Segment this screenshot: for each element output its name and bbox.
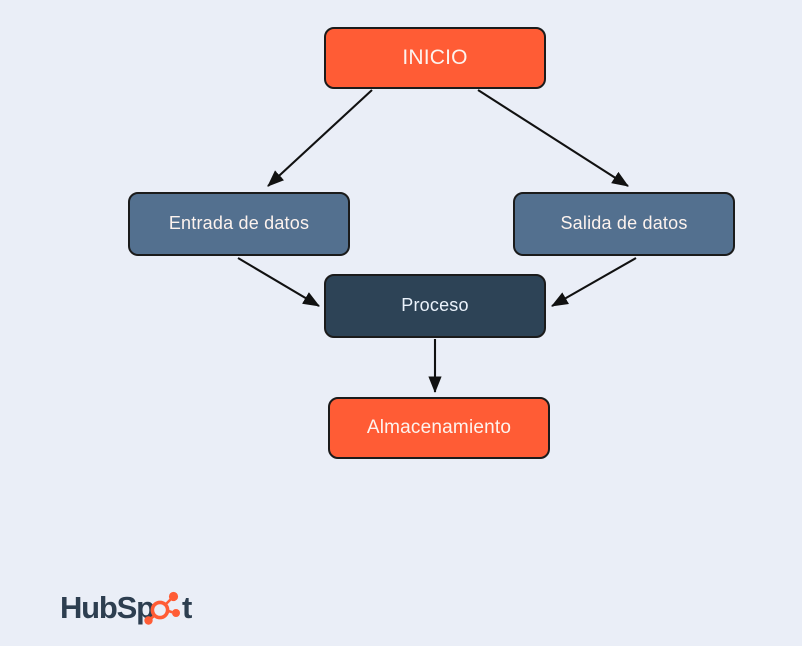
node-label: Almacenamiento (366, 416, 512, 438)
flowchart-node-proceso[interactable]: Proceso (324, 274, 546, 338)
flowchart-node-almacenamiento[interactable]: Almacenamiento (328, 397, 550, 459)
hubspot-logo: HubSp t (60, 588, 220, 628)
edge-salida-to-proceso (551, 257, 637, 307)
node-label: Entrada de datos (168, 213, 310, 234)
edge-inicio-to-entrada (267, 89, 373, 187)
node-label: INICIO (402, 46, 468, 70)
flowchart-node-salida-de-datos[interactable]: Salida de datos (513, 192, 735, 256)
hubspot-wordmark-part2: t (182, 590, 192, 625)
flowchart-node-inicio[interactable]: INICIO (324, 27, 546, 89)
edge-inicio-to-salida (477, 89, 629, 187)
edge-entrada-to-proceso (237, 257, 320, 307)
hubspot-wordmark-part1: HubSp (60, 590, 154, 625)
node-label: Salida de datos (560, 213, 688, 234)
node-label: Proceso (401, 295, 469, 315)
flowchart-node-entrada-de-datos[interactable]: Entrada de datos (128, 192, 350, 256)
hubspot-sprocket-icon (144, 591, 180, 625)
